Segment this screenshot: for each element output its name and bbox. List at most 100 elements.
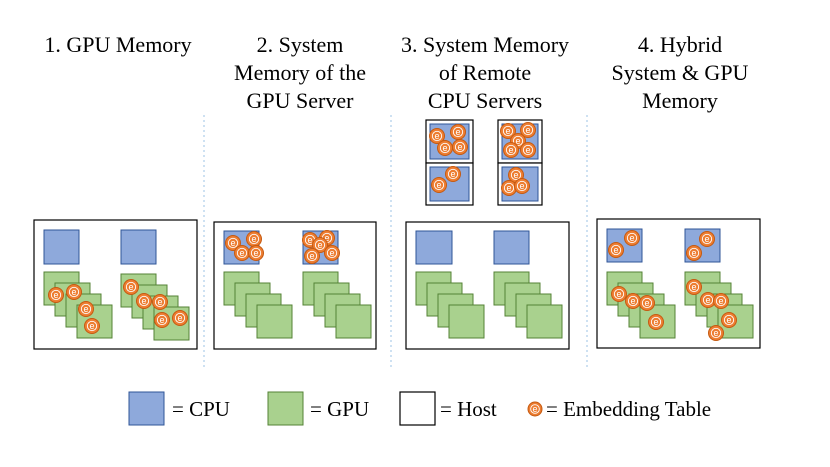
embedding-table-icon: e (700, 292, 716, 308)
svg-text:e: e (525, 125, 530, 135)
svg-text:e: e (309, 251, 314, 261)
gpu-block (526, 304, 563, 339)
svg-text:e: e (239, 248, 244, 258)
svg-text:e: e (89, 321, 94, 331)
svg-text:e: e (307, 235, 312, 245)
embedding-table-icon: e (648, 314, 664, 330)
embedding-table-icon: e (500, 123, 516, 139)
svg-text:e: e (525, 145, 530, 155)
embedding-table-icon: e (520, 122, 536, 138)
svg-text:e: e (83, 304, 88, 314)
legend-gpu-swatch (267, 391, 304, 426)
embedding-table-icon: e (445, 166, 461, 182)
svg-text:e: e (704, 234, 709, 244)
embedding-table-icon: e (172, 310, 188, 326)
embedding-table-icon: e (520, 142, 536, 158)
section-3-title-line-3: CPU Servers (428, 88, 542, 113)
section-4-title-line-3: Memory (642, 88, 718, 113)
svg-text:e: e (613, 245, 618, 255)
legend: = CPU = GPU = Host e = Embedding Table (128, 391, 711, 426)
svg-text:e: e (324, 233, 329, 243)
section-2-title-line-2: Memory of the (234, 60, 366, 85)
embedding-table-icon: e (437, 140, 453, 156)
svg-text:e: e (157, 297, 162, 307)
svg-text:e: e (436, 180, 441, 190)
embedding-table-icon: e (429, 128, 445, 144)
svg-text:e: e (253, 248, 258, 258)
svg-text:e: e (726, 315, 731, 325)
svg-text:e: e (457, 142, 462, 152)
svg-text:e: e (653, 317, 658, 327)
svg-text:e: e (442, 143, 447, 153)
embedding-table-icon: e (501, 180, 517, 196)
embedding-table-icon: e (152, 294, 168, 310)
section-2-title-line-3: GPU Server (247, 88, 355, 113)
embedding-table-icon: e (248, 245, 264, 261)
svg-text:e: e (506, 183, 511, 193)
svg-text:e: e (705, 295, 710, 305)
section-3-title-line-2: of Remote (439, 60, 531, 85)
legend-host-label: = Host (440, 397, 497, 421)
embedding-table-icon: e (708, 325, 724, 341)
embedding-table-icon: e (78, 301, 94, 317)
embedding-table-icon: e (713, 293, 729, 309)
cpu-block (43, 229, 80, 265)
svg-text:e: e (513, 170, 518, 180)
svg-text:e: e (450, 169, 455, 179)
svg-text:e: e (455, 127, 460, 137)
embedding-table-icon: e (514, 178, 530, 194)
section-4-title-line-1: 4. Hybrid (638, 32, 722, 57)
embedding-table-icon: e (136, 293, 152, 309)
svg-text:e: e (53, 290, 58, 300)
svg-text:e: e (515, 136, 520, 146)
svg-text:e: e (317, 240, 322, 250)
svg-text:e: e (691, 282, 696, 292)
embedding-table-icon: e (324, 245, 340, 261)
embedding-table-icon: e (625, 293, 641, 309)
svg-text:e: e (691, 248, 696, 258)
legend-embedding-swatch: e (527, 401, 543, 417)
embedding-table-icon: e (154, 312, 170, 328)
svg-text:e: e (71, 287, 76, 297)
svg-text:e: e (177, 313, 182, 323)
gpu-block (335, 304, 372, 339)
gpu-block (448, 304, 485, 339)
section-1-title: 1. GPU Memory (44, 32, 191, 57)
legend-gpu-label: = GPU (310, 397, 369, 421)
embedding-table-icon: e (639, 295, 655, 311)
embedding-table-icon: e (611, 286, 627, 302)
section-2-title: 2. System Memory of the GPU Server (234, 32, 366, 113)
svg-text:e: e (230, 238, 235, 248)
embedding-table-icon: e (304, 248, 320, 264)
embedding-table-icon: e (721, 312, 737, 328)
svg-text:e: e (519, 181, 524, 191)
legend-cpu-label: = CPU (172, 397, 230, 421)
embedding-table-icon: e (84, 318, 100, 334)
svg-text:e: e (629, 233, 634, 243)
embedding-table-icon: e (686, 245, 702, 261)
svg-text:e: e (644, 298, 649, 308)
legend-embedding-label: = Embedding Table (546, 397, 711, 421)
embedding-table-icon: e (686, 279, 702, 295)
embedding-table-icon: e (234, 245, 250, 261)
embedding-table-icon: e (503, 142, 519, 158)
embedding-table-icon: e (123, 279, 139, 295)
embedding-table-icon: e (699, 231, 715, 247)
legend-cpu-swatch (128, 391, 165, 426)
svg-text:e: e (128, 282, 133, 292)
embedding-table-icon: e (66, 284, 82, 300)
section-2-title-line-1: 2. System (257, 32, 344, 57)
svg-text:e: e (532, 404, 537, 414)
embedding-table-icon: e (452, 139, 468, 155)
svg-text:e: e (329, 248, 334, 258)
embedding-table-icon: e (312, 237, 328, 253)
embedding-table-icon: e (225, 235, 241, 251)
cpu-block (493, 230, 530, 265)
svg-text:e: e (434, 131, 439, 141)
svg-text:e: e (630, 296, 635, 306)
svg-text:e: e (141, 296, 146, 306)
embedding-table-icon: e (48, 287, 64, 303)
embedding-table-icon: e (431, 177, 447, 193)
